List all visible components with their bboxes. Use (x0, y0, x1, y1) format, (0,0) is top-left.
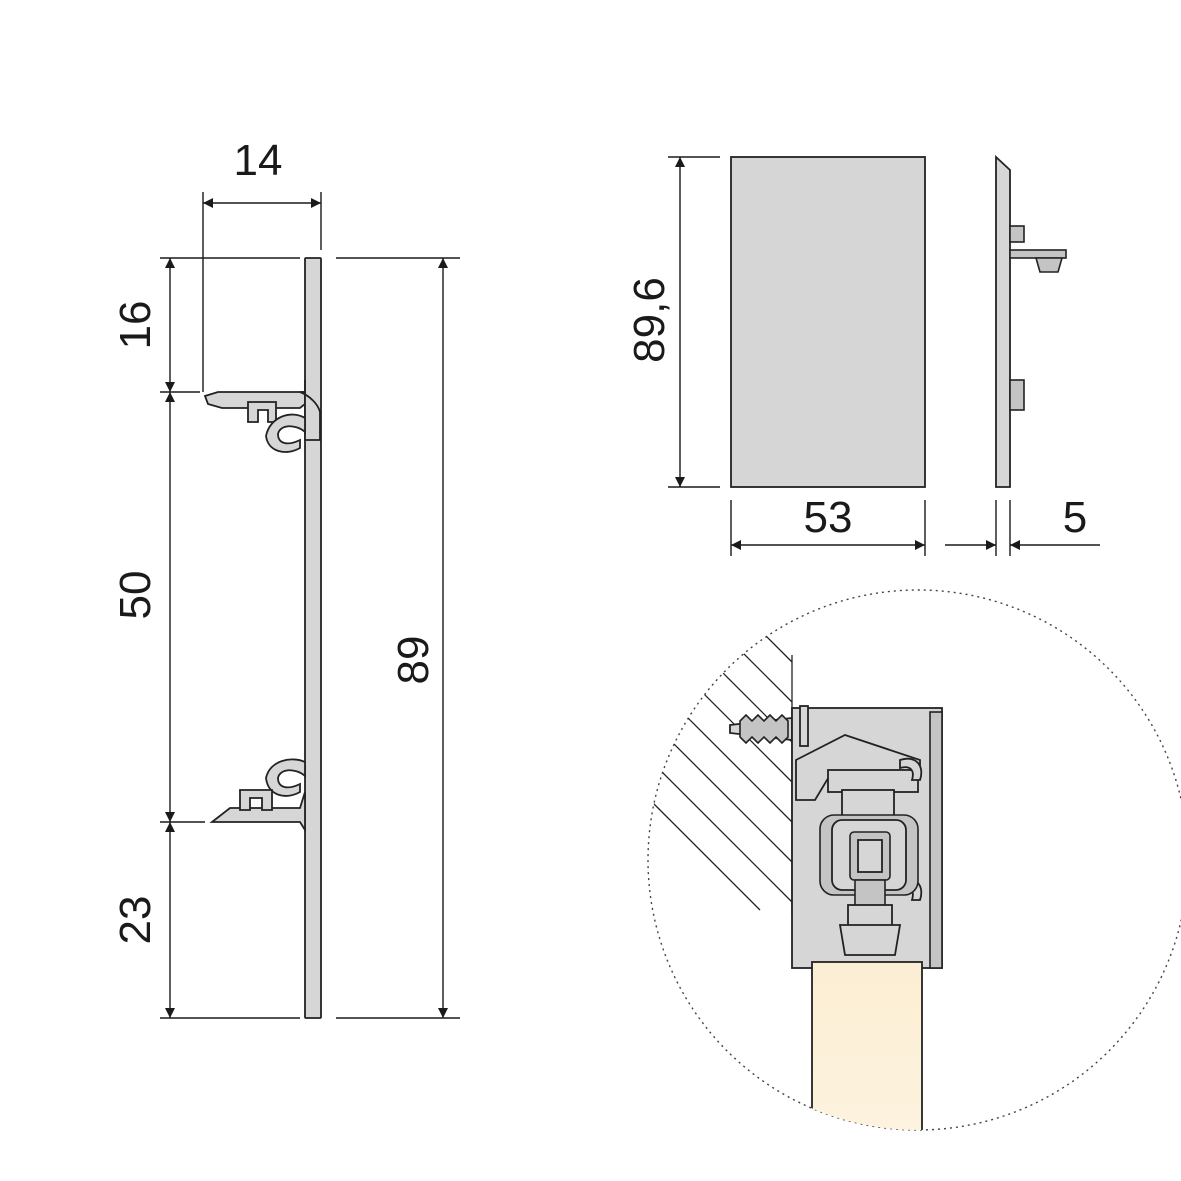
dim-label-cap-thickness: 5 (1063, 493, 1087, 542)
end-cap-front (730, 156, 926, 488)
end-cap-side (995, 154, 1067, 488)
dim-label-width: 14 (234, 136, 283, 185)
dim-label-bottom: 23 (111, 896, 160, 945)
dim-label-total: 89 (389, 636, 438, 685)
dim-label-cap-width: 53 (804, 493, 853, 542)
dim-label-cap-height: 89,6 (625, 277, 674, 363)
wall-hatch (649, 599, 793, 915)
detail-circle (647, 589, 1181, 1131)
door-panel (811, 961, 923, 1130)
aluminium-profile (203, 257, 322, 1019)
wall-plug (729, 713, 793, 745)
end-cap-views: 89,6 53 5 (625, 154, 1100, 556)
detail-view (647, 589, 1181, 1131)
profile-section-view: 14 16 50 23 89 (111, 136, 460, 1019)
dim-label-middle: 50 (111, 571, 160, 620)
dim-label-top: 16 (111, 301, 160, 350)
profile-housing (791, 705, 943, 969)
